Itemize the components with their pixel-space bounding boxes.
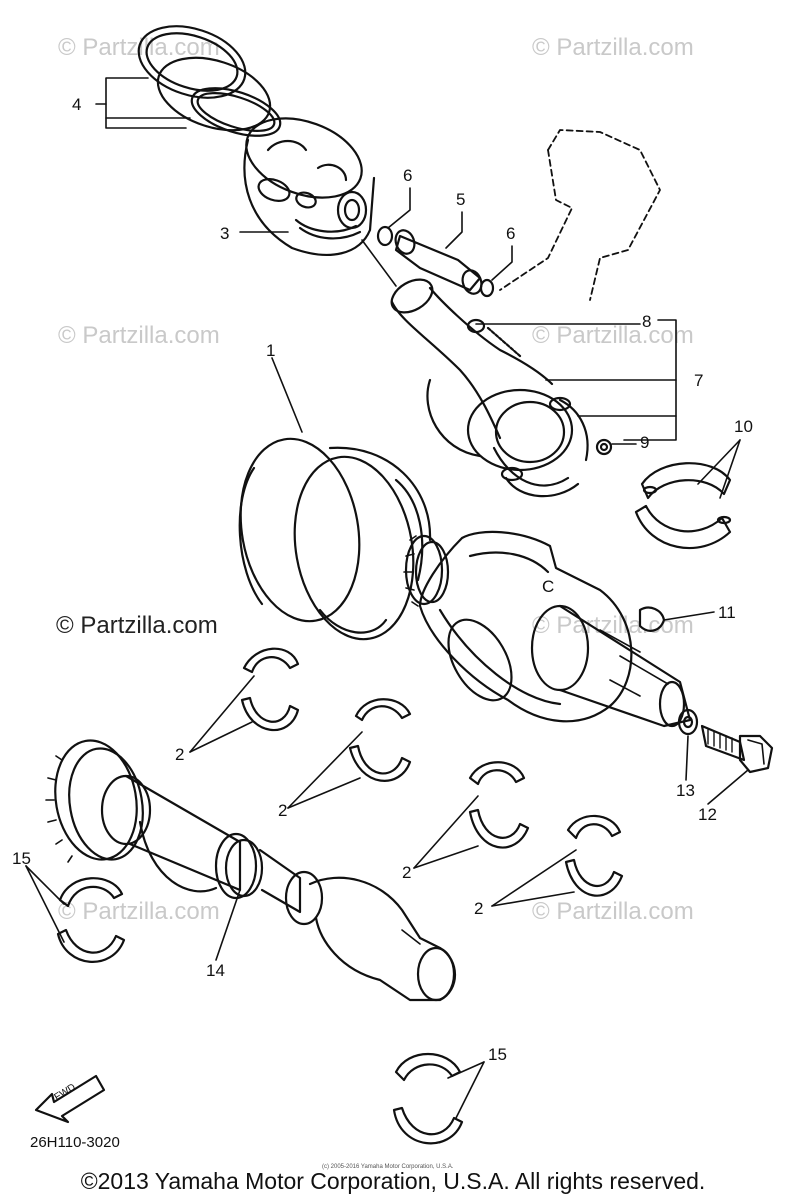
callout-2: 2: [278, 801, 288, 820]
balancer-bearings: [56, 877, 464, 1145]
piston: [243, 117, 376, 256]
callout-15: 15: [488, 1045, 507, 1064]
copyright-notice: ©2013 Yamaha Motor Corporation, U.S.A. A…: [80, 1168, 706, 1194]
diagram-code: 26H110-3020: [30, 1134, 120, 1151]
callout-15: 15: [12, 849, 31, 868]
callout-9: 9: [640, 433, 650, 452]
callout-4: 4: [72, 95, 82, 114]
fwd-arrow-icon: [34, 1074, 106, 1124]
callout-8: 8: [642, 312, 652, 331]
crankshaft: [238, 437, 692, 728]
callout-13: 13: [676, 781, 695, 800]
watermark: © Partzilla.com: [532, 34, 694, 61]
woodruff-key: [638, 606, 666, 632]
callout-1: 1: [266, 341, 276, 360]
balancer-shaft: [45, 739, 456, 1002]
callout-2: 2: [474, 899, 484, 918]
watermark: © Partzilla.com: [56, 612, 218, 639]
callout-2: 2: [402, 863, 412, 882]
callout-6: 6: [403, 166, 413, 185]
piston-rings: [137, 25, 282, 137]
piston-pin-and-clips: [376, 225, 495, 298]
conrod-bearings: [634, 462, 732, 550]
callout-10: 10: [734, 417, 753, 436]
tiny-notice: (c) 2005-2016 Yamaha Motor Corporation, …: [322, 1164, 454, 1170]
watermark: © Partzilla.com: [532, 898, 694, 925]
callout-2: 2: [175, 745, 185, 764]
watermark: © Partzilla.com: [58, 322, 220, 349]
crankcase-outline: [499, 129, 661, 301]
callout-14: 14: [206, 961, 225, 980]
washer-and-bolt: [677, 708, 774, 774]
watermark: © Partzilla.com: [58, 898, 220, 925]
leader-lines: [25, 77, 749, 1119]
callout-11: 11: [718, 603, 736, 622]
main-bearings: [240, 647, 624, 897]
watermark: © Partzilla.com: [532, 612, 694, 639]
callout-5: 5: [456, 190, 466, 209]
callout-c-mark: C: [542, 577, 555, 596]
callout-3: 3: [220, 224, 230, 243]
callout-12: 12: [698, 805, 717, 824]
callout-7: 7: [694, 371, 704, 390]
connecting-rod: [390, 278, 613, 498]
callout-6: 6: [506, 224, 516, 243]
watermark: © Partzilla.com: [532, 322, 694, 349]
